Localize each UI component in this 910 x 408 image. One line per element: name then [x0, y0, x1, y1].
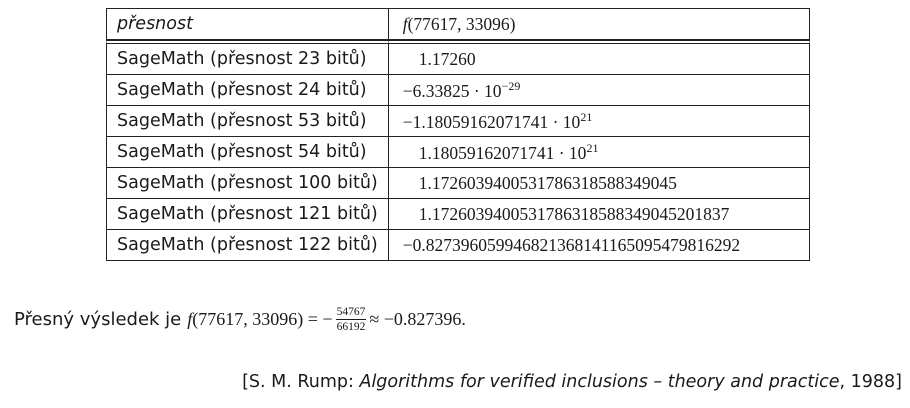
fraction-numerator: 54767 [335, 306, 367, 320]
result-prefix: Přesný výsledek je [14, 309, 182, 330]
table-row: SageMath (přesnost 23 bitů) 1.17260 [106, 40, 810, 75]
row-label: SageMath (přesnost 24 bitů) [106, 75, 389, 106]
row-value: 1.1726039400531786318588349045 [388, 168, 810, 199]
table-row: SageMath (přesnost 54 bitů)1.18059162071… [106, 137, 810, 168]
table-row: SageMath (přesnost 100 bitů) 1.1726039400… [106, 168, 810, 199]
row-label: SageMath (přesnost 53 bitů) [106, 106, 389, 137]
row-value: −1.18059162071741 · 1021 [388, 106, 810, 137]
row-label: SageMath (přesnost 23 bitů) [106, 40, 389, 75]
row-label: SageMath (přesnost 100 bitů) [106, 168, 389, 199]
row-label: SageMath (přesnost 54 bitů) [106, 137, 389, 168]
row-label: SageMath (přesnost 121 bitů) [106, 199, 389, 230]
value-times-ten: · 10 [548, 111, 581, 132]
table-row: SageMath (přesnost 121 bitů) 1.1726039400… [106, 199, 810, 230]
row-value: −6.33825 · 10−29 [388, 75, 810, 106]
fraction-denominator: 66192 [336, 321, 366, 333]
value-mantissa: 1.1726039400531786318588349045201837 [418, 203, 730, 224]
row-value: 1.17260 [388, 40, 810, 75]
citation-close: , 1988] [839, 372, 903, 392]
precision-table: přesnost f(77617, 33096) SageMath (přesn… [106, 8, 810, 261]
value-mantissa: −6.33825 [402, 80, 470, 101]
result-approx: ≈ −0.827396. [369, 309, 466, 329]
value-exponent: 21 [586, 140, 599, 155]
table-row: SageMath (přesnost 53 bitů)−1.1805916207… [106, 106, 810, 137]
citation: [S. M. Rump: Algorithms for verified inc… [242, 372, 902, 392]
table-row: SageMath (přesnost 122 bitů) −0.827396059… [106, 230, 810, 261]
row-value: 1.18059162071741 · 1021 [388, 137, 810, 168]
table-row: SageMath (přesnost 24 bitů)−6.33825 · 10… [106, 75, 810, 106]
result-expression: f(77617, 33096) = − [187, 309, 333, 329]
value-exponent: 21 [580, 109, 593, 124]
exact-result: Přesný výsledek je f(77617, 33096) = − 5… [14, 306, 466, 333]
value-mantissa: −1.18059162071741 [402, 111, 549, 132]
header-precision: přesnost [106, 8, 389, 40]
value-times-ten: · 10 [469, 80, 502, 101]
value-times-ten: · 10 [554, 142, 587, 163]
value-mantissa: −0.827396059946821368141165095479816292 [402, 234, 741, 255]
citation-open: [S. M. Rump: [242, 372, 360, 392]
citation-title: Algorithms for verified inclusions – the… [359, 372, 840, 392]
result-fraction: 54767 66192 [335, 306, 367, 333]
header-function: f(77617, 33096) [388, 8, 810, 40]
value-mantissa: 1.18059162071741 [418, 142, 555, 163]
row-value: −0.827396059946821368141165095479816292 [388, 230, 810, 261]
value-mantissa: 1.1726039400531786318588349045 [418, 172, 677, 193]
header-function-args: (77617, 33096) [407, 13, 516, 34]
row-label: SageMath (přesnost 122 bitů) [106, 230, 389, 261]
table-header-row: přesnost f(77617, 33096) [106, 8, 810, 40]
value-exponent: −29 [501, 78, 521, 93]
value-mantissa: 1.17260 [418, 48, 476, 69]
row-value: 1.1726039400531786318588349045201837 [388, 199, 810, 230]
